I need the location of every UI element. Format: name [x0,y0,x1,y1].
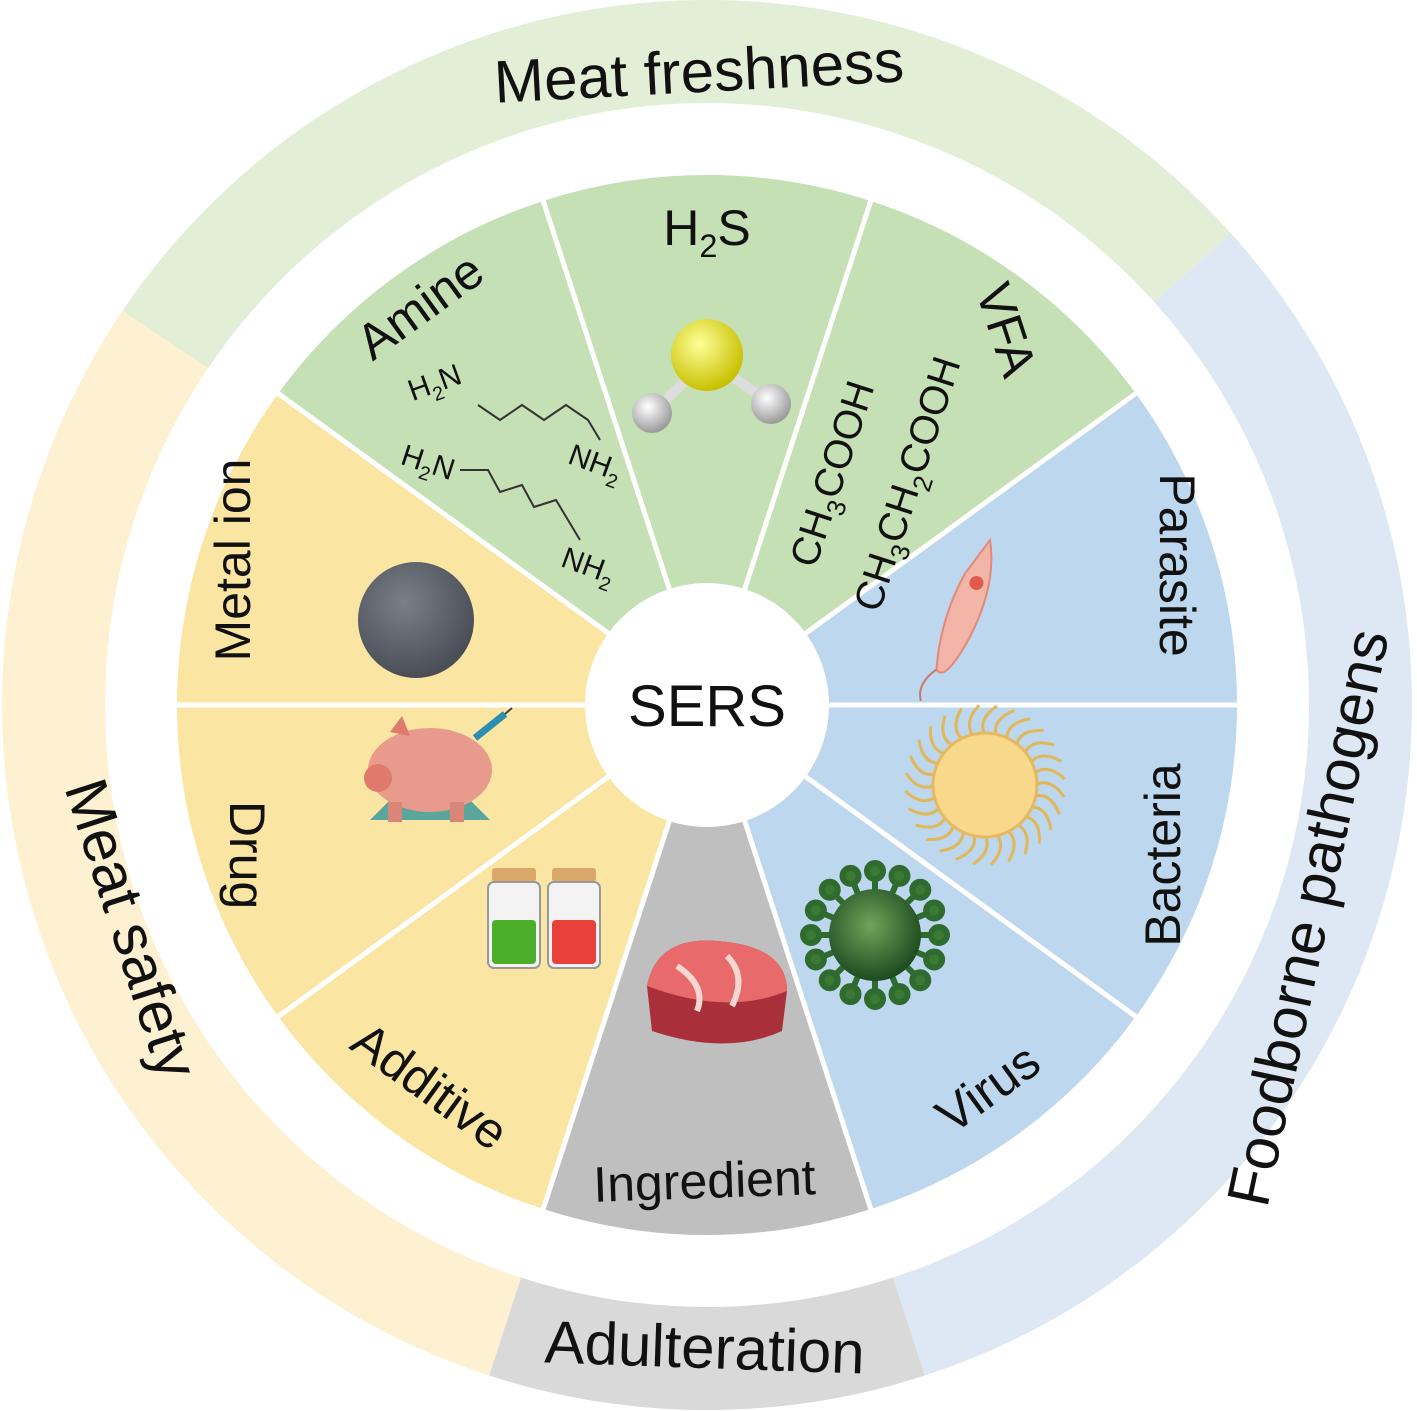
wedge-h2s [543,175,871,706]
amine-chain-1 [477,403,601,441]
amine-chain-2 [460,469,581,541]
wedge-vfa [707,200,1136,705]
additive-jars-icon [487,868,601,969]
ring-segment-adulteration [489,1277,925,1410]
svg-text:H2S: H2S [663,200,751,264]
parasite-icon [919,537,993,702]
wedge-label-ingredient: Ingredient [592,1149,816,1213]
bacteria-icon [904,704,1066,866]
wedge-label-parasite: Parasite [1149,473,1205,656]
wedge-label-bacteria: Bacteria [1135,763,1191,947]
meat-steak-icon [647,940,787,1044]
center-circle [585,583,829,827]
wedge-label-metal: Metal ion [205,459,261,662]
wedge-amine [278,200,707,705]
wedge-metal [177,393,707,705]
ring-segment-safety [1,310,521,1376]
ring-label-adulteration: Adulteration [544,1308,866,1386]
virus-icon [800,860,950,1010]
wedge-label-drug: Drug [219,801,275,909]
metal-sphere-icon [358,562,474,678]
ring-segment-freshness [122,0,1231,369]
center-label: SERS [628,674,786,739]
wedge-parasite [707,393,1237,705]
pig-syringe-icon [364,707,513,822]
h2s-molecule-icon [632,319,791,433]
wedge-bacteria [707,705,1237,1017]
svg-text:H2N: H2N [395,439,459,493]
ring-segment-pathogens [893,233,1412,1376]
wedge-drug [177,705,707,1017]
wedge-label-h2s: H2S [663,200,751,264]
